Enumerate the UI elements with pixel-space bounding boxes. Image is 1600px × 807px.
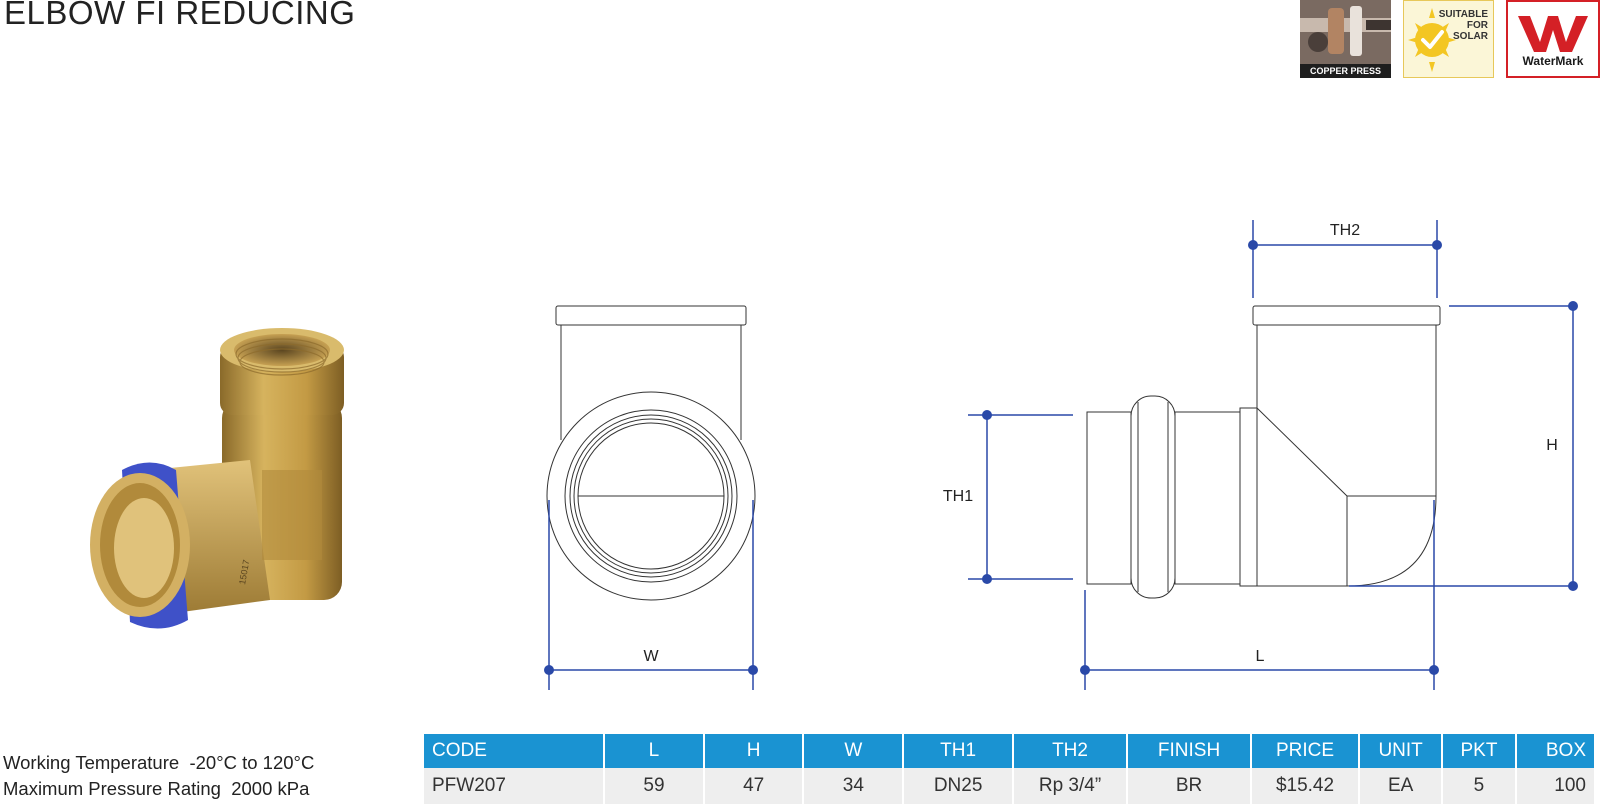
cell-price: $15.42 — [1252, 768, 1358, 804]
dimension-label-th2: TH2 — [1330, 222, 1360, 239]
working-temperature-row: Working Temperature -20°C to 120°C — [3, 750, 314, 776]
column-header-price: PRICE — [1252, 734, 1358, 768]
dimension-label-w: W — [643, 648, 659, 665]
cell-th2: Rp 3/4” — [1014, 768, 1126, 804]
pressure-rating-value: 2000 kPa — [231, 778, 310, 799]
specifications: Working Temperature -20°C to 120°C Maxim… — [3, 750, 314, 802]
dimension-label-l: L — [1256, 648, 1265, 665]
solar-caption-line-2: FOR — [1466, 20, 1488, 31]
cell-unit: EA — [1359, 768, 1442, 804]
technical-drawing-area: 15017 W — [90, 220, 1578, 690]
copper-press-badge: COPPER PRESS — [1300, 0, 1391, 78]
column-header-l: L — [605, 734, 703, 768]
pressure-rating-row: Maximum Pressure Rating 2000 kPa — [3, 776, 314, 802]
solar-sun-check-icon — [1408, 8, 1456, 72]
dimension-label-h: H — [1546, 437, 1558, 454]
side-view-drawing — [1086, 305, 1441, 599]
column-header-box: BOX — [1516, 734, 1594, 768]
cell-code: PFW207 — [424, 768, 604, 804]
side-view-dimensions — [968, 220, 1574, 690]
watermark-logo — [1518, 16, 1588, 52]
pressure-rating-label: Maximum Pressure Rating — [3, 778, 221, 799]
column-header-h: H — [704, 734, 803, 768]
solar-caption: SUITABLE FOR SOLAR — [1438, 9, 1488, 42]
product-photo: 15017 — [90, 328, 344, 629]
column-header-th1: TH1 — [904, 734, 1013, 768]
solar-caption-line-1: SUITABLE — [1438, 9, 1488, 20]
column-header-th2: TH2 — [1014, 734, 1126, 768]
dimension-markers — [982, 240, 1578, 675]
column-header-code: CODE — [424, 734, 604, 768]
column-header-finish: FINISH — [1127, 734, 1251, 768]
column-header-unit: UNIT — [1359, 734, 1442, 768]
copper-press-logo — [1300, 0, 1391, 64]
column-header-w: W — [804, 734, 903, 768]
table-header-row: CODE L H W TH1 TH2 FINISH PRICE UNIT PKT… — [424, 734, 1594, 768]
cell-box: 100 — [1516, 768, 1594, 804]
cell-h: 47 — [704, 768, 803, 804]
product-table: CODE L H W TH1 TH2 FINISH PRICE UNIT PKT… — [422, 734, 1596, 804]
table-row: PFW207 59 47 34 DN25 Rp 3/4” BR $15.42 E… — [424, 768, 1594, 804]
watermark-caption: WaterMark — [1522, 54, 1584, 68]
dimension-label-th1: TH1 — [943, 488, 973, 505]
page-title: ELBOW FI REDUCING — [4, 0, 356, 31]
cell-th1: DN25 — [904, 768, 1013, 804]
width-dimension: W — [544, 500, 758, 690]
working-temperature-label: Working Temperature — [3, 752, 180, 773]
working-temperature-value: -20°C to 120°C — [189, 752, 315, 773]
copper-press-caption: COPPER PRESS — [1300, 64, 1391, 78]
front-view-drawing — [546, 305, 756, 601]
cell-pkt: 5 — [1443, 768, 1515, 804]
solar-badge: SUITABLE FOR SOLAR — [1403, 0, 1494, 78]
watermark-badge: WaterMark — [1506, 0, 1600, 78]
cell-finish: BR — [1127, 768, 1251, 804]
solar-caption-line-3: SOLAR — [1453, 31, 1488, 42]
fitting-stamp: 15017 — [237, 559, 251, 585]
column-header-pkt: PKT — [1443, 734, 1515, 768]
cell-w: 34 — [804, 768, 903, 804]
cell-l: 59 — [605, 768, 703, 804]
